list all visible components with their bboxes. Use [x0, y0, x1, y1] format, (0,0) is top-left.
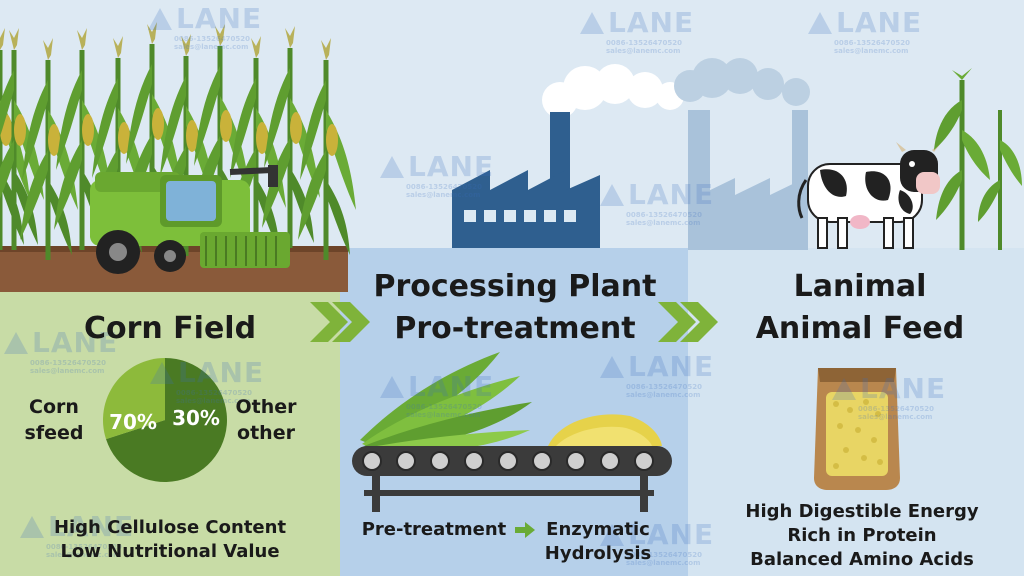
- corn-field-title: Corn Field: [83, 311, 257, 346]
- chevron-right-icon: [310, 302, 370, 342]
- pie-left-label: Corn sfeed: [24, 396, 84, 444]
- pie-slice-0: [106, 358, 227, 482]
- feed-bag-icon: [814, 368, 900, 490]
- arrow-right-icon: [515, 522, 535, 538]
- plant-icon: [934, 68, 1022, 250]
- step-pretreatment: Pre-treatment: [361, 519, 507, 540]
- corn-stalk-icon: [0, 22, 356, 260]
- animal-feed-notes: High Digestible Energy Rich in Protein B…: [745, 501, 979, 570]
- combine-harvester-icon: [90, 165, 290, 274]
- step-enzymatic-hydrolysis: Enzymatic Hydrolysis: [544, 519, 652, 564]
- animal-feed-title: Lanimal Animal Feed: [755, 269, 965, 346]
- corn-field-notes: High Cellulose Content Low Nutritional V…: [53, 517, 287, 562]
- processing-plant-title: Processing Plant Pro-treatment: [373, 269, 657, 346]
- cow-icon: [797, 142, 942, 249]
- pretreated-material-icon: [548, 414, 662, 446]
- smoke-icon: [542, 64, 684, 118]
- pie-slice-label-other: 30%: [172, 406, 220, 430]
- pie-chart: [102, 358, 227, 482]
- chevron-right-icon: [658, 302, 718, 342]
- pie-slice-1: [102, 358, 165, 440]
- pie-slice-label-corn: 70%: [109, 410, 157, 434]
- pie-right-label: Other other: [235, 396, 297, 444]
- conveyor-icon: [352, 446, 672, 512]
- factory-icon: [452, 112, 600, 248]
